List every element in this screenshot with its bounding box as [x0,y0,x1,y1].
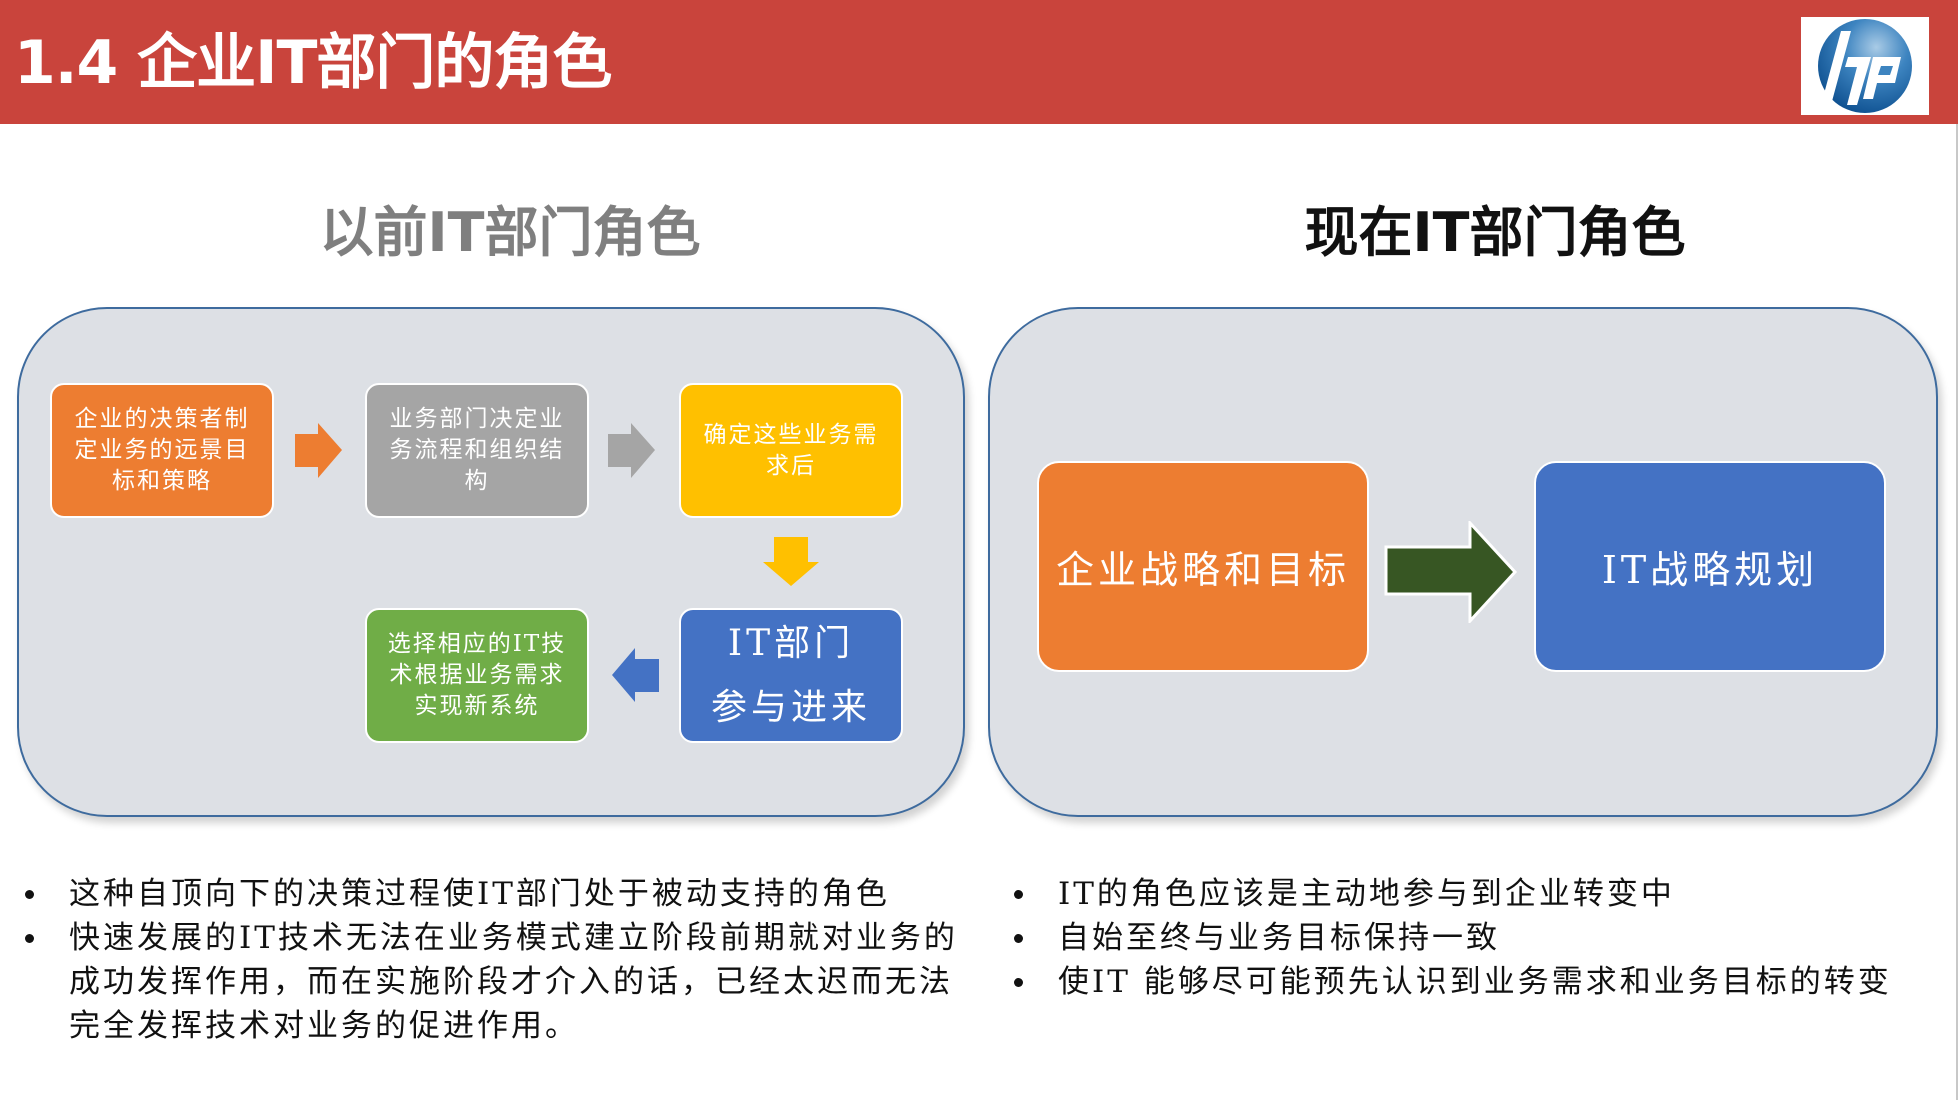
bullet-dot-icon [1014,890,1023,899]
arrow-left-icon [612,648,659,702]
arrow-right-icon [608,423,655,478]
flow-box-text: IT部门 参与进来 [710,622,871,728]
bullet-dot-icon [25,934,34,943]
arrow-right-icon [1384,521,1518,623]
flow-box-it-strategy: IT战略规划 [1534,461,1886,672]
bullet-item: 使IT 能够尽可能预先认识到业务需求和业务目标的转变 [1014,960,1958,1004]
bullet-dot-icon [25,890,34,899]
old-role-heading: 以前IT部门角色 [319,201,701,264]
flow-box-select-tech: 选择相应的IT技术根据业务需求实现新系统 [365,608,589,743]
bullet-item: 这种自顶向下的决策过程使IT部门处于被动支持的角色 [25,872,965,916]
flow-box-text: 企业战略和目标 [1055,548,1350,592]
flow-box-enterprise-strategy: 企业战略和目标 [1037,461,1369,672]
bullet-dot-icon [1014,978,1023,987]
flow-box-text: 业务部门决定业务流程和组织结构 [389,406,565,494]
flow-box-business-depts: 业务部门决定业务流程和组织结构 [365,383,589,518]
bullet-item: 快速发展的IT技术无法在业务模式建立阶段前期就对业务的成功发挥作用，而在实施阶段… [25,916,965,1048]
slide-edge [1956,0,1958,1100]
hp-logo-icon [1801,17,1929,115]
old-role-bullets: 这种自顶向下的决策过程使IT部门处于被动支持的角色 快速发展的IT技术无法在业务… [25,872,965,1048]
slide-title: 1.4 企业IT部门的角色 [14,28,612,98]
flow-box-text: 选择相应的IT技术根据业务需求实现新系统 [387,631,567,719]
bullet-dot-icon [1014,934,1023,943]
new-role-bullets: IT的角色应该是主动地参与到企业转变中 自始至终与业务目标保持一致 使IT 能够… [1014,872,1958,1004]
bullet-item: IT的角色应该是主动地参与到企业转变中 [1014,872,1958,916]
flow-box-it-dept: IT部门 参与进来 [679,608,903,743]
arrow-right-icon [295,423,342,478]
arrow-down-icon [763,537,819,586]
flow-box-text: 企业的决策者制定业务的远景目标和策略 [74,406,250,494]
flow-box-text: 确定这些业务需求后 [703,421,879,479]
flow-box-decision-makers: 企业的决策者制定业务的远景目标和策略 [50,383,274,518]
flow-box-requirements: 确定这些业务需求后 [679,383,903,518]
new-role-heading: 现在IT部门角色 [1304,201,1686,264]
flow-box-text: IT战略规划 [1601,548,1819,592]
title-bar: 1.4 企业IT部门的角色 [0,0,1958,124]
bullet-item: 自始至终与业务目标保持一致 [1014,916,1958,960]
